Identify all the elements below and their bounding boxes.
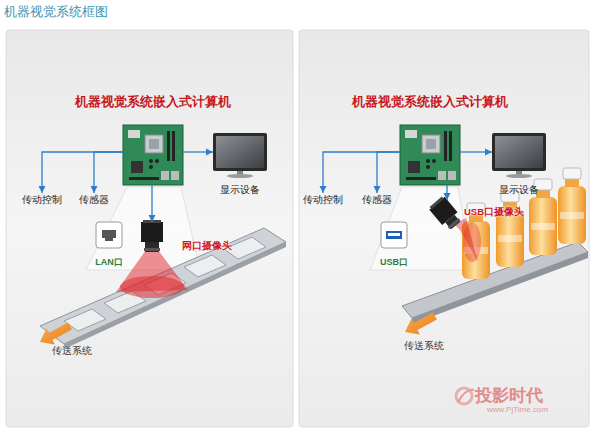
output-node: 传感器 [361, 193, 393, 207]
node-label: USB口 [380, 256, 408, 269]
monitor [492, 133, 546, 178]
connector-arrow [183, 151, 213, 152]
connector-arrow [446, 185, 447, 200]
node-label: LAN口 [95, 256, 123, 269]
port-icon: LAN口 [96, 222, 122, 248]
node-heading: 机器视觉系统嵌入式计算机 [352, 94, 508, 111]
display-monitor: 显示设备 [213, 133, 267, 177]
output-node: 传感器 [78, 193, 110, 207]
embedded-computer: 机器视觉系统嵌入式计算机 [123, 125, 183, 185]
panel [6, 30, 293, 427]
monitor [213, 133, 267, 178]
display-monitor: 显示设备 [492, 133, 546, 177]
conveyor-label: 传送系统 [52, 344, 92, 358]
conveyor [40, 228, 286, 349]
conveyor [402, 242, 588, 324]
watermark-logo [456, 388, 474, 404]
node-label: USB口摄像头 [464, 206, 524, 219]
node-label: 传动控制 [301, 193, 345, 207]
motherboard [123, 125, 183, 185]
connector-arrow [42, 152, 123, 193]
motherboard [400, 125, 460, 185]
camera [428, 195, 463, 232]
direction-arrow [405, 313, 437, 335]
output-node: 传动控制 [301, 193, 345, 207]
page-title: 机器视觉系统框图 [4, 3, 108, 21]
connector-arrow [323, 152, 400, 193]
bottle [496, 191, 524, 267]
node-label: 网口摄像头 [182, 240, 232, 253]
connector-arrow [377, 152, 400, 193]
node-label: 传感器 [78, 193, 110, 207]
direction-arrow [40, 323, 72, 345]
connector-arrow [460, 151, 492, 152]
conveyor-label: 传送系统 [404, 339, 444, 353]
port-icon: USB口 [381, 222, 407, 248]
camera-beam [120, 276, 184, 298]
bottle [558, 168, 586, 244]
connector-arrow [151, 185, 152, 222]
watermark: 投影时代 [475, 384, 543, 407]
node-label: 传动控制 [20, 193, 64, 207]
connector-arrow [94, 152, 123, 193]
camera [141, 220, 163, 252]
output-node: 传动控制 [20, 193, 64, 207]
watermark: www.PjTime.com [487, 405, 548, 414]
network-camera: 网口摄像头 [140, 222, 164, 252]
lan-port-icon [96, 222, 122, 248]
node-label: 传感器 [361, 193, 393, 207]
panel [299, 30, 589, 427]
usb-port-icon [381, 222, 407, 248]
node-label: 显示设备 [220, 183, 260, 197]
node-label: 显示设备 [499, 183, 539, 197]
usb-camera: USB口摄像头 [434, 200, 460, 230]
node-heading: 机器视觉系统嵌入式计算机 [75, 94, 231, 111]
camera-beam [463, 222, 481, 262]
embedded-computer: 机器视觉系统嵌入式计算机 [400, 125, 460, 185]
